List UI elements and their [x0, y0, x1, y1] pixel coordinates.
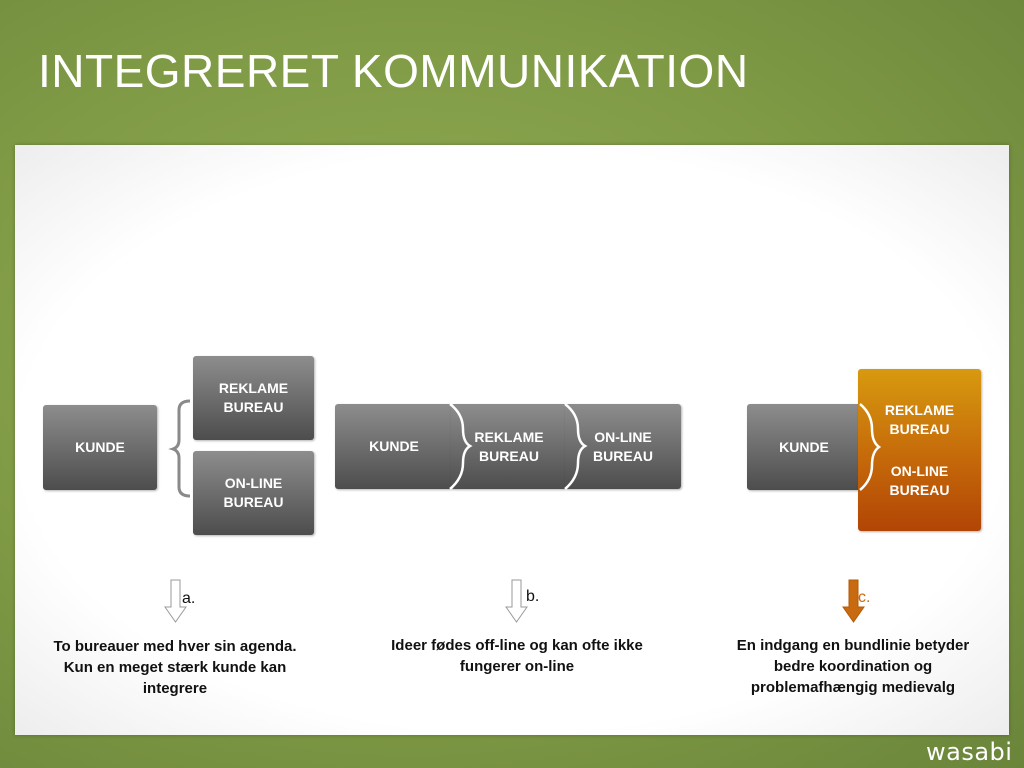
diagram-a-kunde-label: KUNDE	[75, 439, 125, 455]
diagram-b-kunde-box: KUNDE	[335, 404, 453, 489]
diagram-c-kunde-box: KUNDE	[747, 404, 861, 490]
slide-title: INTEGRERET KOMMUNIKATION	[38, 45, 749, 97]
diagram-b-kunde-label: KUNDE	[369, 438, 419, 454]
diagram-b-online-label: ON-LINE BUREAU	[593, 428, 653, 464]
diagram-a-reklame-label: REKLAME BUREAU	[218, 380, 289, 415]
wasabi-logo: wasabi	[926, 738, 1013, 766]
diagram-a-letter: a.	[182, 590, 196, 607]
diagram-c-online-label: ON-LINE BUREAU	[889, 462, 950, 498]
diagram-c-bureau-box: REKLAME BUREAU ON-LINE BUREAU	[858, 369, 981, 531]
diagram-c-letter: c.	[858, 589, 871, 606]
diagram-c-caption: En indgang en bundlinie betyder bedre ko…	[736, 637, 970, 696]
diagram-b-reklame-box: REKLAME BUREAU	[451, 404, 567, 489]
diagram-c-reklame-label: REKLAME BUREAU	[884, 401, 955, 437]
diagram-a-kunde-box: KUNDE	[43, 405, 157, 490]
diagram-a-online-label: ON-LINE BUREAU	[223, 475, 284, 510]
diagram-b-letter: b.	[526, 588, 540, 605]
diagram-c-kunde-label: KUNDE	[779, 438, 829, 455]
diagram-b-caption: Ideer fødes off-line og kan ofte ikke fu…	[391, 637, 643, 675]
diagram-a-reklame-box: REKLAME BUREAU	[193, 356, 314, 440]
diagram-b-reklame-label: REKLAME BUREAU	[474, 428, 544, 464]
diagram-a-online-box: ON-LINE BUREAU	[193, 451, 314, 535]
diagram-b-online-box: ON-LINE BUREAU	[565, 404, 681, 489]
diagram-a-caption: To bureauer med hver sin agenda. Kun en …	[53, 638, 297, 697]
